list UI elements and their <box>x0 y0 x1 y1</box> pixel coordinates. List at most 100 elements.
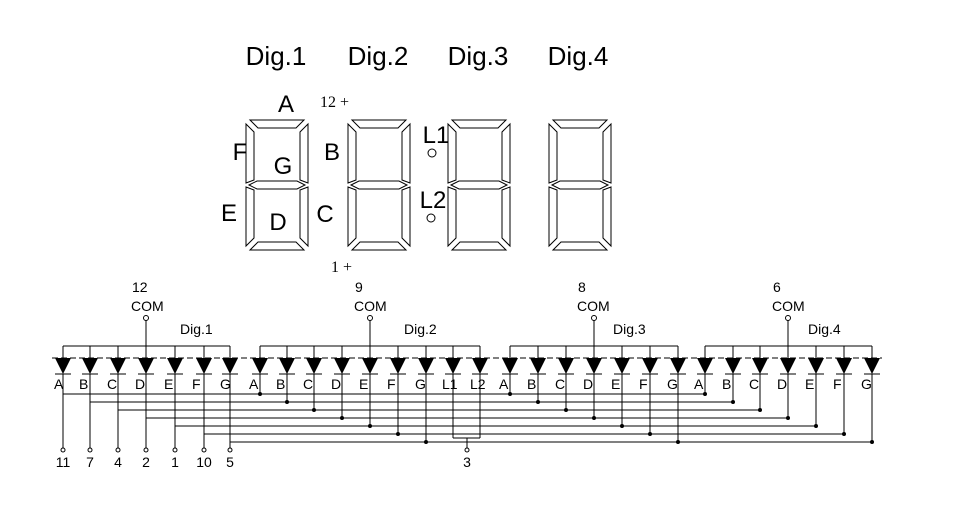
diode-1 <box>82 358 98 374</box>
com-label-1: COM <box>131 298 164 314</box>
diode-15 <box>472 358 488 374</box>
digit-title-1: Dig.1 <box>246 41 307 71</box>
bus-f-junction-1 <box>396 432 400 436</box>
diode-label-7: A <box>249 376 259 392</box>
diode-label-8: B <box>276 376 285 392</box>
diode-0 <box>55 358 71 374</box>
com-digit-2: Dig.2 <box>404 321 437 337</box>
digit-4-segment-f <box>548 122 558 184</box>
digit-1-segment-e <box>245 186 255 248</box>
bus-f-junction-2 <box>648 432 652 436</box>
bus-d-junction-1 <box>340 416 344 420</box>
diode-label-11: E <box>359 376 368 392</box>
digit-2-segment-g <box>349 180 409 190</box>
segment-pin-g: 5 <box>226 454 234 470</box>
colon-pin-terminal <box>464 447 470 453</box>
pin-terminal-d <box>143 447 149 453</box>
diode-label-28: F <box>833 376 842 392</box>
diode-26 <box>780 358 796 374</box>
pin-terminal-e <box>172 447 178 453</box>
diode-label-10: D <box>331 376 341 392</box>
digit-2-segment-e <box>347 186 357 248</box>
diode-20 <box>614 358 630 374</box>
diode-6 <box>222 358 238 374</box>
bus-c-junction-1 <box>312 408 316 412</box>
bus-d-junction-3 <box>786 416 790 420</box>
diode-label-0: A <box>54 376 64 392</box>
digit-3-segment-b <box>501 122 511 184</box>
pin-terminal-b <box>87 447 93 453</box>
digit-4-segment-e <box>548 186 558 248</box>
segment-label-b: B <box>324 139 340 166</box>
common-terminal-3 <box>591 315 597 321</box>
segment-label-d: D <box>269 209 286 236</box>
segment-label-a: A <box>278 91 294 118</box>
diode-label-14: L1 <box>442 376 458 392</box>
bus-e-junction-1 <box>368 424 372 428</box>
com-pin-2: 9 <box>355 279 363 295</box>
com-digit-1: Dig.1 <box>180 321 213 337</box>
diode-24 <box>725 358 741 374</box>
segment-pin-c: 4 <box>114 454 122 470</box>
com-pin-3: 8 <box>578 279 586 295</box>
segment-pin-f: 10 <box>196 454 212 470</box>
com-label-2: COM <box>354 298 387 314</box>
diode-29 <box>864 358 880 374</box>
com-pin-1: 12 <box>132 279 148 295</box>
common-terminal-1 <box>143 315 149 321</box>
digit-3-segment-f <box>447 122 457 184</box>
digit-4-segment-g <box>550 180 610 190</box>
digit-1-segment-b <box>299 122 309 184</box>
diode-28 <box>836 358 852 374</box>
diode-17 <box>530 358 546 374</box>
com-pin-4: 6 <box>773 279 781 295</box>
diode-11 <box>362 358 378 374</box>
segment-pin-b: 7 <box>86 454 94 470</box>
diode-3 <box>138 358 154 374</box>
com-label-4: COM <box>772 298 805 314</box>
seven-segment-digits <box>245 119 612 251</box>
bus-a-junction-1 <box>258 392 262 396</box>
bus-g-junction-2 <box>676 440 680 444</box>
diode-label-29: G <box>861 376 872 392</box>
colon-label-l2: L2 <box>420 187 447 214</box>
digit-3-segment-c <box>501 186 511 248</box>
digit-title-3: Dig.3 <box>448 41 509 71</box>
diode-label-20: E <box>611 376 620 392</box>
bus-b-junction-3 <box>731 400 735 404</box>
diode-label-26: D <box>777 376 787 392</box>
diode-12 <box>390 358 406 374</box>
diode-5 <box>196 358 212 374</box>
diode-label-23: A <box>694 376 704 392</box>
segment-pin-a: 11 <box>56 454 71 470</box>
diode-label-9: C <box>303 376 313 392</box>
diode-label-5: F <box>192 376 201 392</box>
digit-1-segment-f <box>245 122 255 184</box>
diode-label-4: E <box>164 376 173 392</box>
digit-2-segment-f <box>347 122 357 184</box>
pin-terminal-a <box>60 447 66 453</box>
colon-label-l1: L1 <box>423 122 450 149</box>
bus-d-junction-2 <box>592 416 596 420</box>
bus-e-junction-3 <box>814 424 818 428</box>
digit-2-segment-a <box>350 119 408 129</box>
diode-label-2: C <box>107 376 117 392</box>
diode-10 <box>334 358 350 374</box>
diode-label-18: C <box>555 376 565 392</box>
pin-annotation-top: 12 + <box>320 94 349 111</box>
diode-2 <box>110 358 126 374</box>
bus-b-junction-2 <box>536 400 540 404</box>
digit-2-segment-c <box>401 186 411 248</box>
diode-label-27: E <box>805 376 814 392</box>
bus-a-junction-2 <box>508 392 512 396</box>
bus-a-junction-3 <box>703 392 707 396</box>
segment-label-e: E <box>221 200 237 227</box>
digit-1-segment-g <box>247 180 307 190</box>
segment-label-f: F <box>233 139 248 166</box>
com-digit-4: Dig.4 <box>808 321 841 337</box>
diode-19 <box>586 358 602 374</box>
pin-terminal-g <box>227 447 233 453</box>
diode-label-21: F <box>639 376 648 392</box>
segment-pin-d: 2 <box>142 454 150 470</box>
